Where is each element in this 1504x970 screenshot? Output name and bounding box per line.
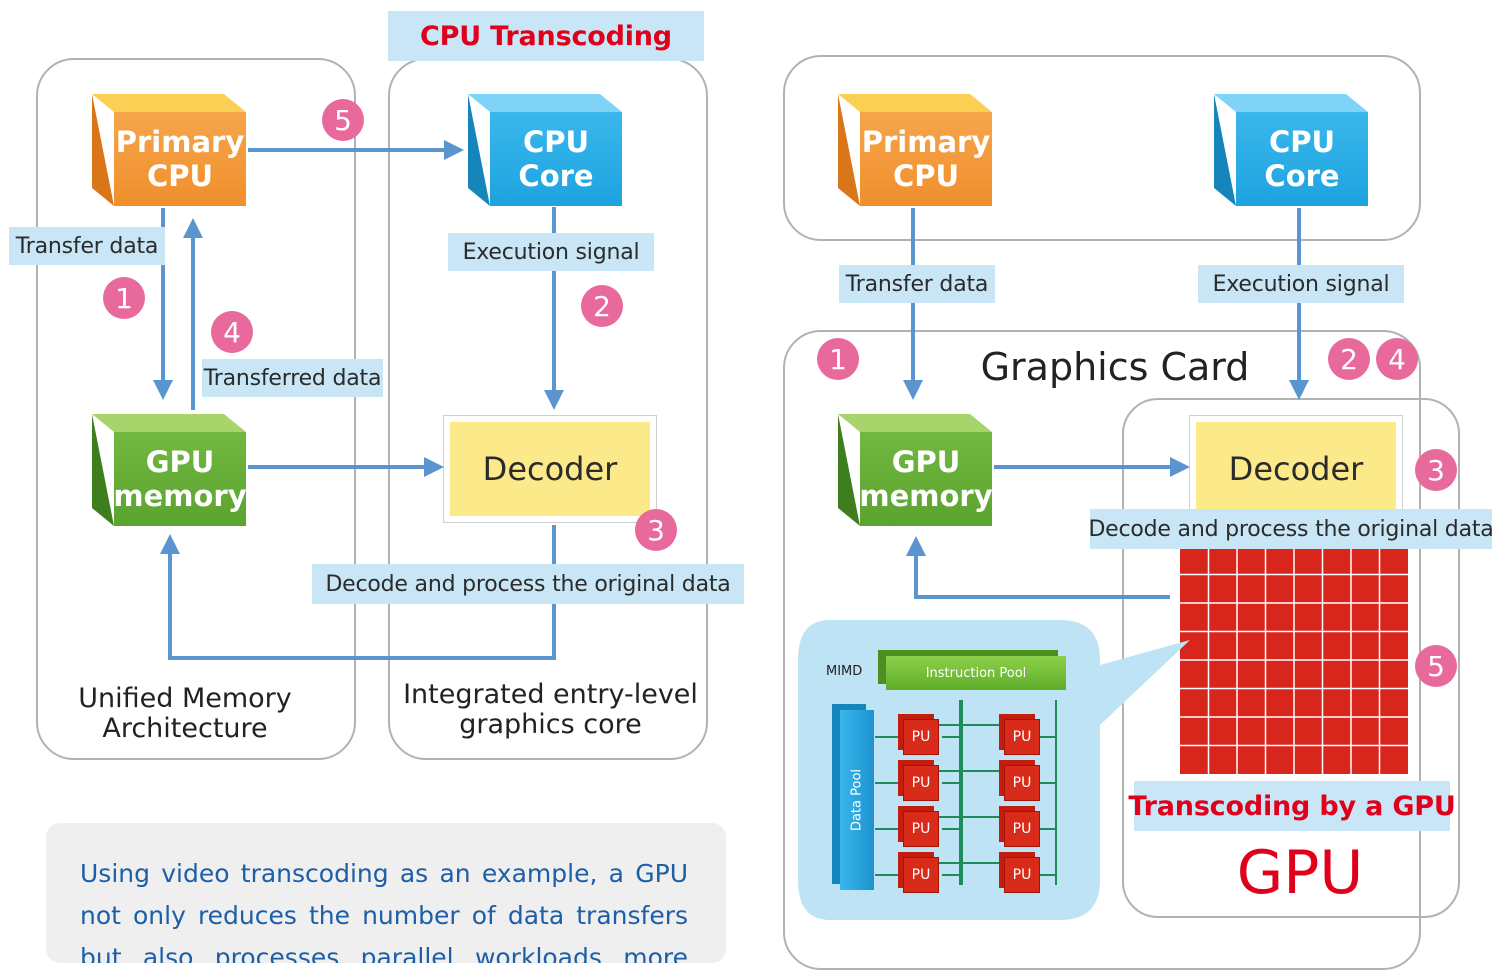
right-transfer-data-label: Transfer data (839, 265, 995, 303)
right-primary-cpu-label: Primary CPU (860, 112, 992, 206)
right-gpu-memory-box: GPU memory (838, 414, 993, 526)
igc-caption-line2: graphics core (459, 709, 642, 740)
cpu-panel (783, 55, 1421, 241)
right-step-5-badge: 5 (1415, 645, 1457, 687)
pu-cell: PU (903, 765, 939, 801)
inset-wiring (875, 700, 1057, 885)
igc-caption-line1: Integrated entry-level (403, 679, 698, 710)
pu-cell: PU (1004, 857, 1040, 893)
step-3-badge: 3 (635, 509, 677, 551)
data-pool-bar: Data Pool (840, 710, 874, 890)
right-decoder-box: Decoder (1196, 422, 1396, 516)
cpu-core-label: CPU Core (490, 112, 622, 206)
primary-cpu-label: Primary CPU (114, 112, 246, 206)
uma-caption-line1: Unified Memory (78, 683, 292, 714)
transfer-data-label: Transfer data (9, 227, 165, 265)
gpu-memory-label: GPU memory (113, 432, 247, 526)
decoder-box: Decoder (450, 422, 650, 516)
transferred-data-label: Transferred data (202, 359, 383, 397)
right-primary-cpu-box: Primary CPU (838, 94, 992, 206)
right-cpu-core-box: CPU Core (1214, 94, 1368, 206)
right-gpu-memory-label: GPU memory (859, 432, 993, 526)
right-execution-signal-label: Execution signal (1198, 265, 1404, 303)
step-5-badge: 5 (322, 99, 364, 141)
right-step-4-badge: 4 (1376, 338, 1418, 380)
primary-cpu-box: Primary CPU (92, 94, 246, 206)
step-4-badge: 4 (211, 311, 253, 353)
instruction-pool-bar: Instruction Pool (886, 656, 1066, 690)
right-step-3-badge: 3 (1415, 449, 1457, 491)
processing-grid (1180, 546, 1408, 774)
decode-process-label: Decode and process the original data (312, 564, 744, 604)
uma-caption-line2: Architecture (102, 713, 268, 744)
pu-cell: PU (1004, 719, 1040, 755)
cpu-transcoding-header: CPU Transcoding (388, 11, 704, 61)
step-1-badge: 1 (103, 277, 145, 319)
igc-caption: Integrated entry-level graphics core (398, 680, 703, 740)
right-decode-process-label: Decode and process the original data (1088, 509, 1494, 549)
graphics-card-title: Graphics Card (980, 345, 1250, 389)
arrow-right-grid-to-memory (906, 536, 1170, 599)
pu-cell: PU (903, 857, 939, 893)
note-box: Using video transcoding as an example, a… (46, 823, 726, 963)
transcoding-gpu-label: Transcoding by a GPU (1128, 781, 1456, 831)
note-text: Using video transcoding as an example, a… (80, 859, 688, 963)
pu-cell: PU (903, 811, 939, 847)
step-2-badge: 2 (581, 285, 623, 327)
cpu-core-box: CPU Core (468, 94, 622, 206)
right-cpu-core-label: CPU Core (1236, 112, 1368, 206)
uma-caption: Unified Memory Architecture (60, 684, 310, 744)
pu-cell: PU (903, 719, 939, 755)
pu-cell: PU (1004, 765, 1040, 801)
pu-cell: PU (1004, 811, 1040, 847)
right-step-1-badge: 1 (817, 338, 859, 380)
mimd-label: MIMD (826, 664, 863, 679)
right-step-2-badge: 2 (1328, 338, 1370, 380)
uma-panel (36, 58, 356, 760)
gpu-memory-box: GPU memory (92, 414, 247, 526)
execution-signal-label: Execution signal (448, 233, 654, 271)
gpu-title: GPU (1236, 838, 1364, 908)
